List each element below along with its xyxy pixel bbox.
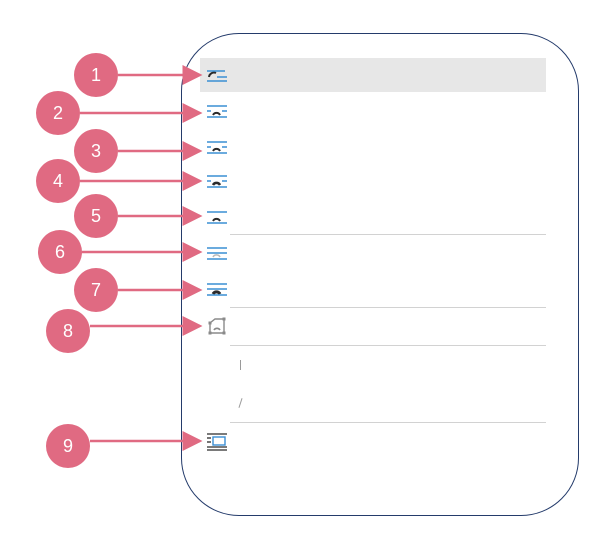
- arc-bold-lines-icon: [204, 278, 230, 300]
- arc-centered-lines-icon: [204, 100, 230, 122]
- callout-badge-2: 2: [36, 91, 80, 135]
- menu-item-9[interactable]: [200, 424, 546, 458]
- edit-wrap-points-icon: [204, 315, 230, 337]
- menu-item-1[interactable]: [200, 58, 546, 92]
- menu-divider: [230, 422, 546, 423]
- wrap-options-icon: [204, 430, 230, 452]
- arc-faint-lines-icon: [204, 242, 230, 264]
- menu-item-7[interactable]: [200, 272, 546, 306]
- arc-above-line-icon: [204, 64, 230, 86]
- callout-badge-5: 5: [74, 194, 118, 238]
- menu-divider: [230, 345, 546, 346]
- menu-item-5[interactable]: [200, 200, 546, 234]
- arc-centered-bold-icon: [204, 170, 230, 192]
- callout-badge-1: 1: [74, 53, 118, 97]
- callout-badge-8: 8: [46, 309, 90, 353]
- arc-on-line-icon: [204, 206, 230, 228]
- menu-item-6[interactable]: [200, 236, 546, 270]
- callout-badge-9: 9: [46, 424, 90, 468]
- callout-badge-4: 4: [36, 159, 80, 203]
- menu-divider: [230, 234, 546, 235]
- text-wrap-menu-panel: [181, 33, 579, 516]
- menu-item-8[interactable]: [200, 309, 546, 343]
- text-remnant: [240, 360, 241, 370]
- callout-badge-7: 7: [74, 268, 118, 312]
- callout-badge-3: 3: [74, 129, 118, 173]
- menu-item-3[interactable]: [200, 130, 546, 164]
- menu-item-4[interactable]: [200, 164, 546, 198]
- callout-badge-6: 6: [38, 230, 82, 274]
- menu-divider: [230, 307, 546, 308]
- menu-item-2[interactable]: [200, 94, 546, 128]
- arc-centered-lines-icon: [204, 136, 230, 158]
